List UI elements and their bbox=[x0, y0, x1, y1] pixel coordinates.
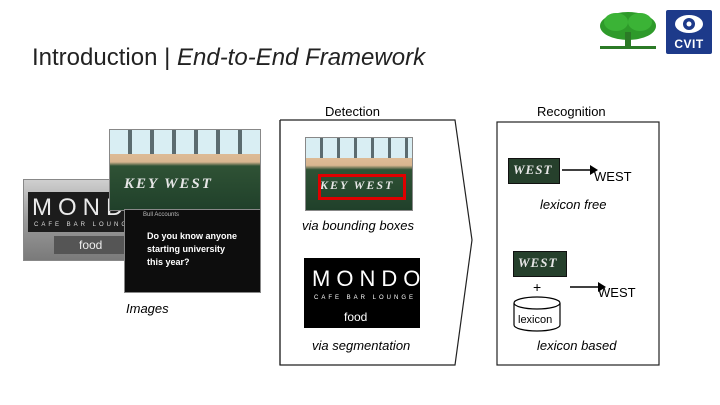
detection-bounding-box bbox=[318, 174, 406, 200]
lexicon-label: lexicon bbox=[518, 314, 553, 326]
image-keywest-text: KEY WEST bbox=[124, 176, 213, 192]
cvit-logo-text: CVIT bbox=[674, 37, 704, 51]
recognition-frame bbox=[496, 121, 660, 366]
output-lexicon-based: WEST bbox=[598, 285, 636, 300]
recognition-heading: Recognition bbox=[537, 104, 606, 119]
images-label: Images bbox=[126, 301, 169, 316]
arrow-right-icon-2 bbox=[570, 282, 606, 292]
image-poster-photo: Bull Accounts Do you know anyone startin… bbox=[125, 210, 260, 292]
word-crop-image-1: WEST bbox=[508, 158, 560, 184]
lexicon-based-caption: lexicon based bbox=[537, 338, 617, 353]
detection-segmentation-image: MONDO CAFE BAR LOUNGE food bbox=[304, 258, 420, 328]
word-crop-image-2: WEST bbox=[513, 251, 567, 277]
output-lexicon-free: WEST bbox=[594, 169, 632, 184]
detection-heading: Detection bbox=[325, 104, 380, 119]
image-poster-text: Do you know anyone starting university t… bbox=[147, 231, 238, 267]
database-icon bbox=[513, 296, 561, 332]
lexicon-free-caption: lexicon free bbox=[540, 197, 607, 212]
tree-logo-icon bbox=[600, 12, 656, 49]
arrow-right-icon bbox=[562, 165, 598, 175]
cvit-logo: CVIT bbox=[666, 10, 712, 54]
eye-icon bbox=[675, 15, 703, 33]
plus-sign: + bbox=[533, 279, 542, 295]
bbox-caption: via bounding boxes bbox=[302, 218, 415, 233]
slide-title: Introduction | End-to-End Framework bbox=[32, 44, 426, 71]
seg-caption: via segmentation bbox=[312, 338, 411, 353]
detection-bbox-image: KEY WEST bbox=[306, 138, 412, 210]
image-keywest-photo: KEY WEST bbox=[110, 130, 260, 210]
